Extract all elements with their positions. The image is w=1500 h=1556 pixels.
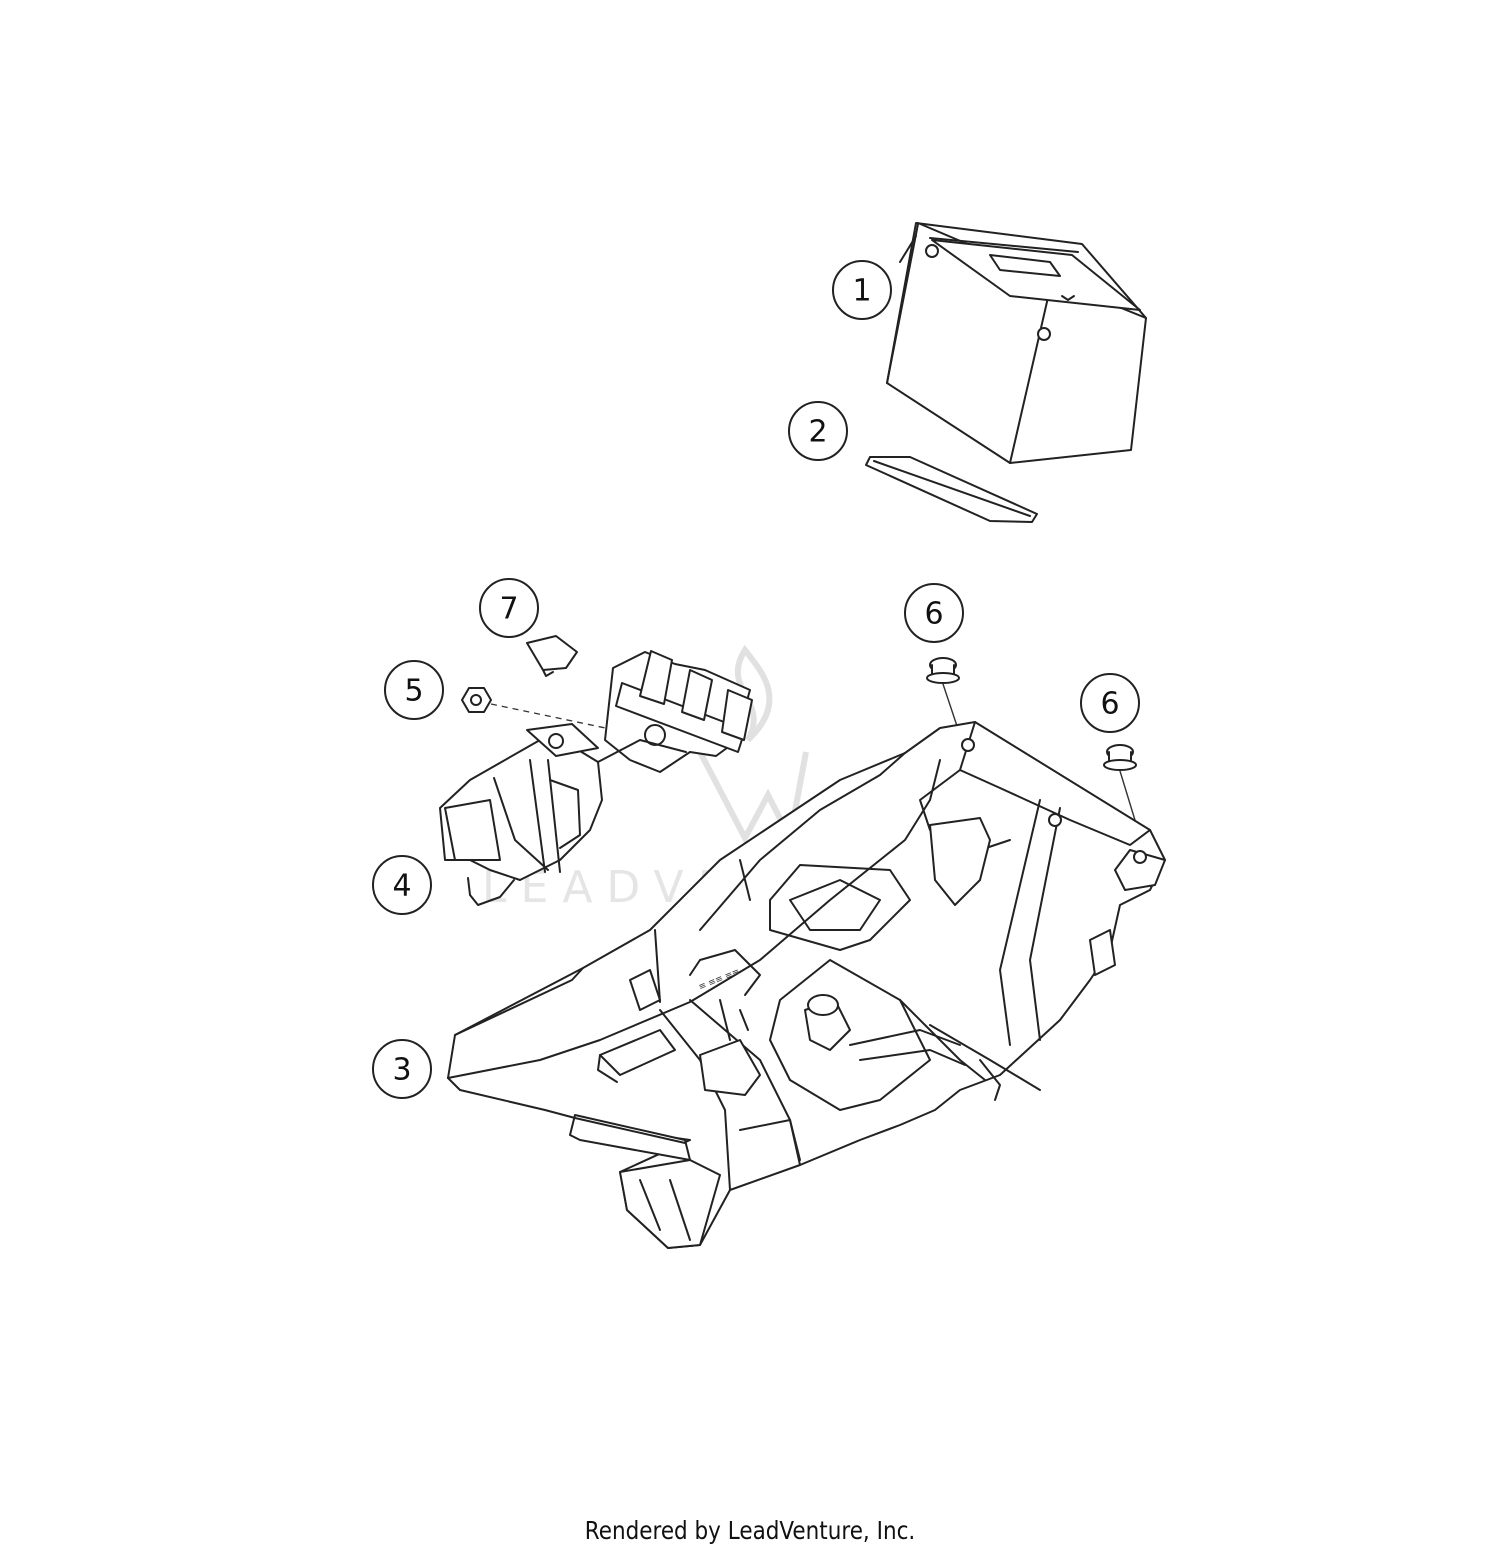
- bolt-left: [926, 657, 961, 736]
- callout-6-right: 6: [1080, 673, 1140, 733]
- battery-terminal-icon: [1037, 327, 1051, 341]
- callout-6-left: 6: [904, 583, 964, 643]
- battery-holder: ≡ ≡≡ ≡≡: [447, 721, 1166, 1249]
- callout-6-right-label: 6: [1100, 687, 1119, 722]
- bolt-right: [1103, 744, 1139, 831]
- callout-5: 5: [384, 660, 444, 720]
- callout-3: 3: [372, 1039, 432, 1099]
- callout-3-label: 3: [392, 1053, 411, 1088]
- callout-4: 4: [372, 855, 432, 915]
- callout-1-label: 1: [852, 274, 871, 309]
- callout-6-left-label: 6: [924, 597, 943, 632]
- callout-2: 2: [788, 401, 848, 461]
- callout-7: 7: [479, 578, 539, 638]
- nut: [461, 687, 616, 731]
- rubber-pad: [865, 456, 1038, 523]
- callout-7-label: 7: [499, 592, 518, 627]
- relay-bracket: [439, 650, 753, 906]
- battery: [886, 222, 1147, 464]
- callout-2-label: 2: [808, 415, 827, 450]
- clip: [526, 635, 578, 677]
- callout-1: 1: [832, 260, 892, 320]
- battery-terminal-icon: [925, 244, 939, 258]
- callout-5-label: 5: [404, 674, 423, 709]
- footer-credit: Rendered by LeadVenture, Inc.: [584, 1516, 916, 1545]
- watermark-flame-icon: [735, 644, 773, 743]
- callout-4-label: 4: [392, 869, 411, 904]
